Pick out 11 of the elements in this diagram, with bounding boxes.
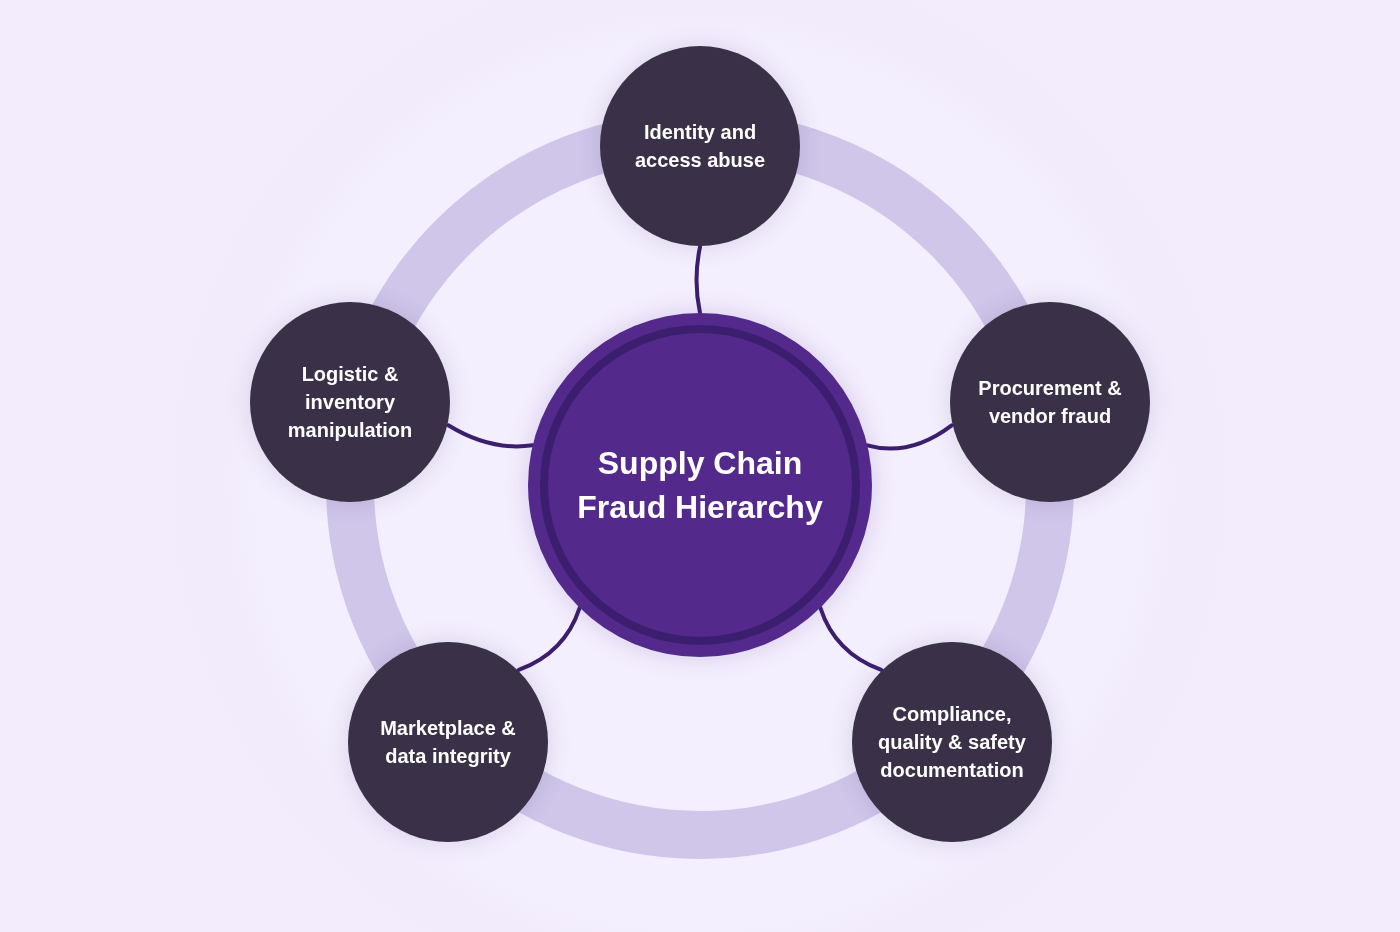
- connector-line: [516, 605, 582, 672]
- topic-label: Marketplace & data integrity: [379, 716, 517, 769]
- topic-label: Logistic & inventory manipulation: [286, 362, 414, 443]
- topic-label: Procurement & vendor fraud: [977, 376, 1123, 429]
- connector-line: [865, 423, 954, 451]
- hub-title: Supply Chain Fraud Hierarchy: [576, 444, 824, 527]
- topic-label: Compliance, quality & safety documentation: [877, 702, 1027, 783]
- connector-line: [694, 245, 702, 315]
- connector-line: [446, 423, 535, 449]
- connector-line: [818, 605, 884, 672]
- topic-label: Identity and access abuse: [633, 120, 767, 173]
